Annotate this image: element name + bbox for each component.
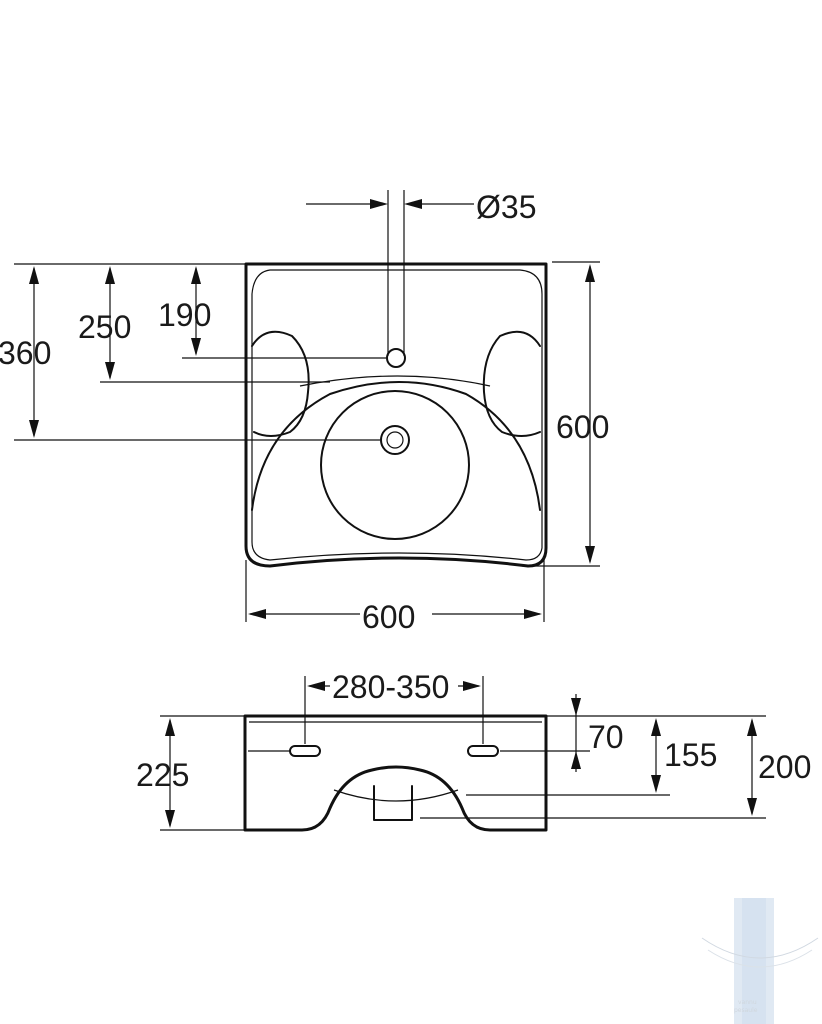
bowl-circle bbox=[320, 390, 470, 540]
trap-outlet bbox=[373, 785, 413, 821]
front-view: 280-350 225 70 155 200 bbox=[136, 669, 811, 832]
right-bracket-slot bbox=[467, 745, 499, 757]
watermark-logo: vannu pesaule bbox=[701, 898, 819, 1024]
height-155-label: 155 bbox=[664, 737, 717, 773]
svg-text:vannu: vannu bbox=[738, 999, 757, 1006]
bowl-rim-upper bbox=[299, 375, 491, 387]
bowl-contour bbox=[251, 381, 541, 511]
depth-600-label: 600 bbox=[556, 409, 609, 445]
svg-text:pesaule: pesaule bbox=[734, 1007, 758, 1014]
depth-190-label: 190 bbox=[158, 297, 211, 333]
width-600-label: 600 bbox=[362, 599, 415, 635]
drain-inner bbox=[386, 431, 404, 449]
tap-hole bbox=[386, 348, 406, 368]
depth-250-label: 250 bbox=[78, 309, 131, 345]
basin-inner-rim bbox=[251, 269, 543, 561]
height-225-label: 225 bbox=[136, 757, 189, 793]
basin-outline bbox=[244, 262, 548, 568]
top-view: Ø35 360 250 190 600 600 bbox=[0, 189, 609, 635]
left-bracket-slot bbox=[289, 745, 321, 757]
right-handle-recess bbox=[482, 330, 541, 437]
hole-diameter-label: Ø35 bbox=[476, 189, 536, 225]
bracket-spacing-label: 280-350 bbox=[332, 669, 449, 705]
height-70-label: 70 bbox=[588, 719, 624, 755]
height-200-label: 200 bbox=[758, 749, 811, 785]
left-handle-recess bbox=[251, 330, 310, 437]
depth-360-label: 360 bbox=[0, 335, 51, 371]
front-body-outline bbox=[243, 714, 548, 832]
drain-outer bbox=[380, 425, 410, 455]
